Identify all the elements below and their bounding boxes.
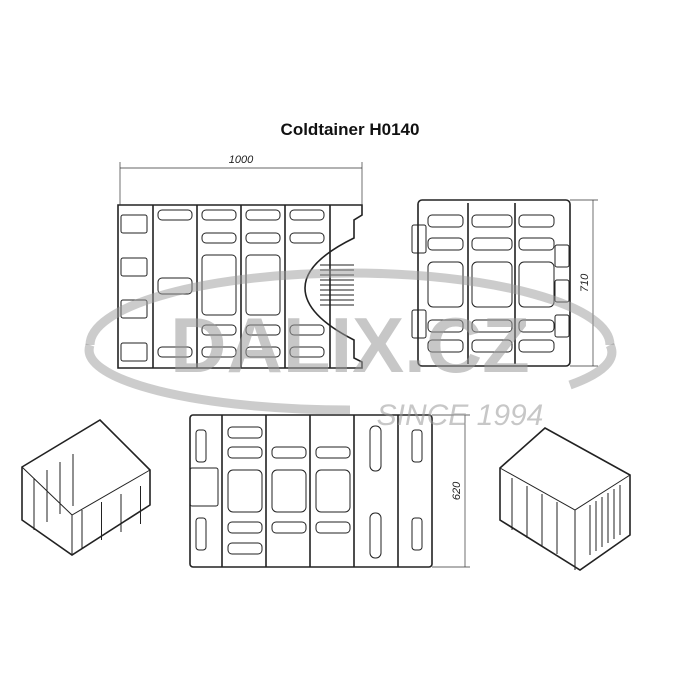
panel-recess bbox=[289, 232, 325, 244]
panel-recess bbox=[227, 469, 263, 513]
panel-recess bbox=[271, 446, 307, 459]
height-label: 710 bbox=[579, 273, 591, 292]
panel-recess bbox=[411, 429, 423, 463]
panel-recess bbox=[157, 346, 193, 358]
panel-recess bbox=[369, 425, 382, 472]
panel-recess bbox=[315, 469, 351, 513]
panel-recess bbox=[289, 209, 325, 221]
panel-recess bbox=[201, 346, 237, 358]
panel-recess bbox=[245, 232, 281, 244]
panel-recess bbox=[315, 521, 351, 534]
panel-recess bbox=[201, 209, 237, 221]
depth-dimension: 620 bbox=[432, 414, 470, 568]
panel-recess bbox=[369, 512, 382, 559]
panel-recess bbox=[471, 339, 513, 353]
panel-recess bbox=[120, 257, 148, 277]
panel-recess bbox=[245, 254, 281, 316]
panel-recess bbox=[411, 224, 427, 254]
panel-recess bbox=[471, 237, 513, 251]
width-dimension: 1000 bbox=[119, 154, 363, 205]
watermark-brand: DALIX.CZ bbox=[170, 301, 530, 389]
panel-recess bbox=[554, 244, 570, 268]
panel-recess bbox=[201, 232, 237, 244]
panel-recess bbox=[427, 339, 464, 353]
panel-recess bbox=[289, 324, 325, 336]
panel-recess bbox=[227, 426, 263, 439]
panel-recess bbox=[195, 429, 207, 463]
panel-recess bbox=[227, 446, 263, 459]
panel-recess bbox=[245, 346, 281, 358]
height-dimension: 710 bbox=[570, 199, 598, 367]
panel-recess bbox=[471, 319, 513, 333]
panel-recess bbox=[518, 237, 555, 251]
watermark: DALIX.CZ SINCE 1994 bbox=[84, 268, 617, 432]
drawing-title: Coldtainer H0140 bbox=[280, 120, 420, 139]
panel-recess bbox=[471, 214, 513, 228]
panel-recess bbox=[315, 446, 351, 459]
panel-recess bbox=[227, 542, 263, 555]
panel-recess bbox=[120, 342, 148, 362]
panel-recess bbox=[195, 517, 207, 551]
panel-recess bbox=[157, 209, 193, 221]
width-label: 1000 bbox=[229, 154, 254, 166]
panel-recess bbox=[271, 469, 307, 513]
panel-recess bbox=[245, 324, 281, 336]
watermark-tagline: SINCE 1994 bbox=[377, 399, 544, 432]
panel-recess bbox=[289, 346, 325, 358]
panel-recess bbox=[245, 209, 281, 221]
panel-recess bbox=[120, 214, 148, 234]
panel-recess bbox=[554, 314, 570, 338]
panel-recess bbox=[411, 309, 427, 339]
panel-recess bbox=[189, 467, 219, 507]
panel-recess bbox=[227, 521, 263, 534]
panel-recess bbox=[427, 214, 464, 228]
panel-recess bbox=[427, 237, 464, 251]
panel-recess bbox=[518, 339, 555, 353]
panel-recess bbox=[271, 521, 307, 534]
panel-recess bbox=[427, 319, 464, 333]
isometric-view-right bbox=[499, 427, 631, 571]
panel-recess bbox=[518, 261, 555, 308]
panel-recess bbox=[411, 517, 423, 551]
panel-recess bbox=[518, 214, 555, 228]
panel-recess bbox=[518, 319, 555, 333]
top-view bbox=[189, 414, 433, 568]
panel-recess bbox=[201, 324, 237, 336]
isometric-view-left bbox=[21, 418, 151, 556]
depth-label: 620 bbox=[451, 481, 463, 500]
